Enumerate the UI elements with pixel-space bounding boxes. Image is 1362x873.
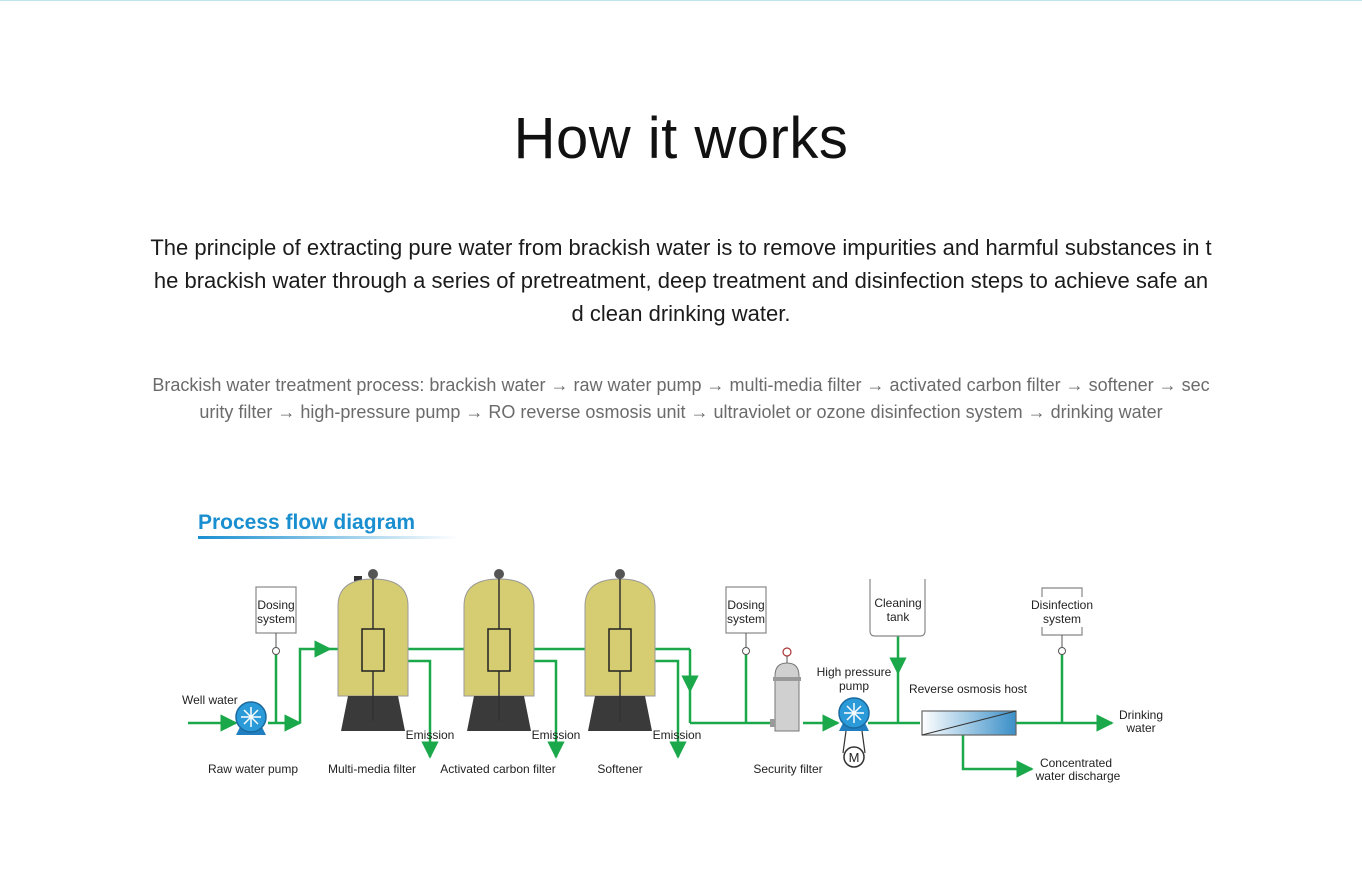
disinfection-system: Disinfection system xyxy=(1031,587,1093,655)
svg-text:Softener: Softener xyxy=(597,762,642,776)
svg-text:system: system xyxy=(257,612,295,626)
svg-text:Reverse osmosis host: Reverse osmosis host xyxy=(909,682,1028,696)
cleaning-tank: Cleaning tank xyxy=(869,579,926,637)
high-pressure-pump-icon: M xyxy=(838,697,870,768)
svg-text:Concentrated: Concentrated xyxy=(1040,756,1112,770)
svg-text:Emission: Emission xyxy=(406,728,455,742)
reverse-osmosis-host-icon xyxy=(921,710,1017,736)
page-title: How it works xyxy=(513,106,849,171)
svg-text:Security filter: Security filter xyxy=(753,762,822,776)
process-summary: Brackish water treatment process: bracki… xyxy=(152,375,1210,422)
svg-text:Cleaning: Cleaning xyxy=(874,596,921,610)
svg-text:Drinking: Drinking xyxy=(1119,708,1163,722)
svg-text:High pressure: High pressure xyxy=(817,665,892,679)
motor-label: M xyxy=(849,750,860,765)
svg-text:system: system xyxy=(727,612,765,626)
intro-paragraph: The principle of extracting pure water f… xyxy=(150,235,1212,326)
heading-underline xyxy=(198,536,458,539)
security-filter-icon xyxy=(770,647,801,732)
svg-text:Activated carbon filter: Activated carbon filter xyxy=(440,762,555,776)
svg-text:Well water: Well water xyxy=(182,693,238,707)
svg-text:Emission: Emission xyxy=(653,728,702,742)
svg-text:Dosing: Dosing xyxy=(257,598,294,612)
svg-text:water discharge: water discharge xyxy=(1035,769,1121,783)
diagram-labels: Well water High pressure pump Reverse os… xyxy=(182,665,1163,783)
raw-water-pump-icon xyxy=(235,701,267,735)
svg-text:Disinfection: Disinfection xyxy=(1031,598,1093,612)
dosing-system-1: Dosing system xyxy=(255,586,297,655)
activated-carbon-filter-tank xyxy=(463,569,535,731)
svg-text:pump: pump xyxy=(839,679,869,693)
svg-text:Raw water pump: Raw water pump xyxy=(208,762,298,776)
process-flow-diagram: Process flow diagram xyxy=(182,511,1163,783)
softener-tank xyxy=(584,569,656,731)
multi-media-filter-tank xyxy=(337,569,409,731)
svg-text:tank: tank xyxy=(887,610,911,624)
diagram-heading: Process flow diagram xyxy=(198,511,415,534)
svg-text:Emission: Emission xyxy=(532,728,581,742)
svg-text:Multi-media filter: Multi-media filter xyxy=(328,762,416,776)
svg-text:system: system xyxy=(1043,612,1081,626)
svg-text:Dosing: Dosing xyxy=(727,598,764,612)
dosing-system-2: Dosing system xyxy=(725,586,767,655)
svg-text:water: water xyxy=(1125,721,1155,735)
